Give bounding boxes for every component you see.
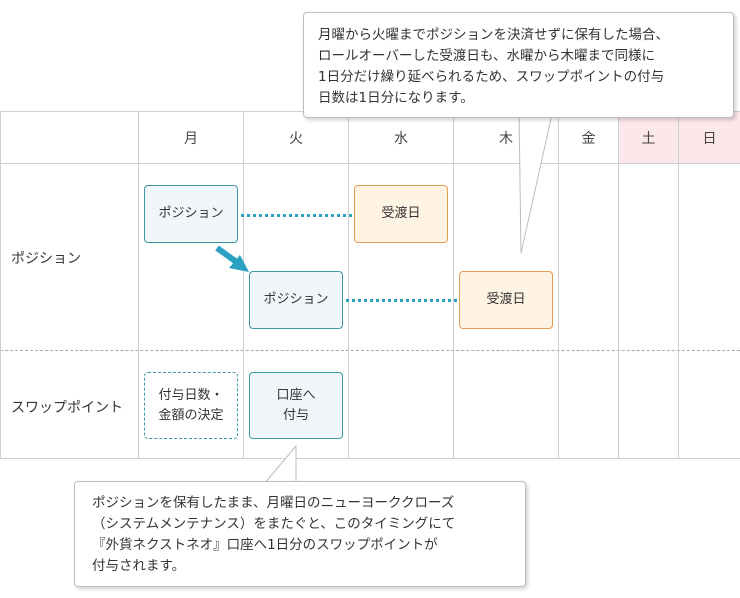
top-callout-line-2: ロールオーバーした受渡日も、水曜から木曜まで同様に: [318, 48, 655, 64]
swap-grant-line-2: 付与: [282, 407, 309, 423]
swap-decision-line-1: 付与日数・: [158, 387, 224, 403]
day-header-sun: 日: [702, 130, 717, 147]
row-divider: [0, 350, 740, 351]
connector-tue-to-thu: [346, 299, 457, 302]
grid-header-border: [0, 163, 740, 164]
grid-bottom-border: [0, 458, 740, 459]
top-callout-pointer: [518, 109, 554, 254]
top-callout-line-4: 日数は1日分になります。: [318, 90, 474, 106]
row-label-position: ポジション: [11, 251, 81, 267]
swap-grant-box: 口座へ 付与: [249, 372, 343, 439]
bottom-callout-line-3: 『外貨ネクストネオ』口座へ1日分のスワップポイントが: [92, 537, 438, 553]
day-header-tue: 火: [289, 130, 303, 147]
settlement-box-wednesday: 受渡日: [354, 185, 448, 243]
bottom-callout: ポジションを保有したまま、月曜日のニューヨーククローズ （システムメンテナンス）…: [74, 481, 526, 587]
bottom-callout-line-2: （システムメンテナンス）をまたぐと、このタイミングにて: [92, 516, 456, 532]
position-box-monday: ポジション: [144, 185, 238, 243]
grid-col-line-0: [0, 111, 1, 459]
connector-mon-to-wed: [241, 214, 352, 217]
bottom-callout-line-4: 付与されます。: [92, 558, 186, 574]
bottom-callout-line-1: ポジションを保有したまま、月曜日のニューヨーククローズ: [92, 495, 455, 511]
day-header-wed: 水: [394, 130, 408, 147]
top-callout-line-1: 月曜から火曜までポジションを決済せずに保有した場合、: [318, 27, 669, 43]
grid-col-line-3: [348, 111, 349, 459]
grid-col-line-1: [138, 111, 139, 459]
row-label-swap: スワップポイント: [11, 400, 123, 416]
day-header-thu: 木: [499, 130, 513, 147]
position-box-tuesday: ポジション: [249, 271, 343, 329]
sunday-header-bg: [679, 111, 740, 163]
swap-decision-line-2: 金額の決定: [158, 407, 224, 423]
settlement-box-thursday: 受渡日: [459, 271, 553, 329]
rollover-arrow-icon: [215, 245, 249, 272]
grid-col-line-6: [618, 111, 619, 459]
saturday-header-bg: [619, 111, 679, 163]
day-header-fri: 金: [581, 130, 596, 147]
grid-col-line-7: [678, 111, 679, 459]
day-header-mon: 月: [184, 130, 198, 147]
day-header-sat: 土: [641, 130, 656, 147]
grid-col-line-5: [558, 111, 559, 459]
top-callout: 月曜から火曜までポジションを決済せずに保有した場合、 ロールオーバーした受渡日も…: [303, 12, 734, 118]
grid-col-line-4: [453, 111, 454, 459]
swap-grant-line-1: 口座へ: [276, 387, 316, 403]
grid-col-line-2: [243, 111, 244, 459]
swap-decision-box: 付与日数・ 金額の決定: [144, 372, 238, 439]
top-callout-line-3: 1日分だけ繰り延べられるため、スワップポイントの付与: [318, 69, 665, 85]
